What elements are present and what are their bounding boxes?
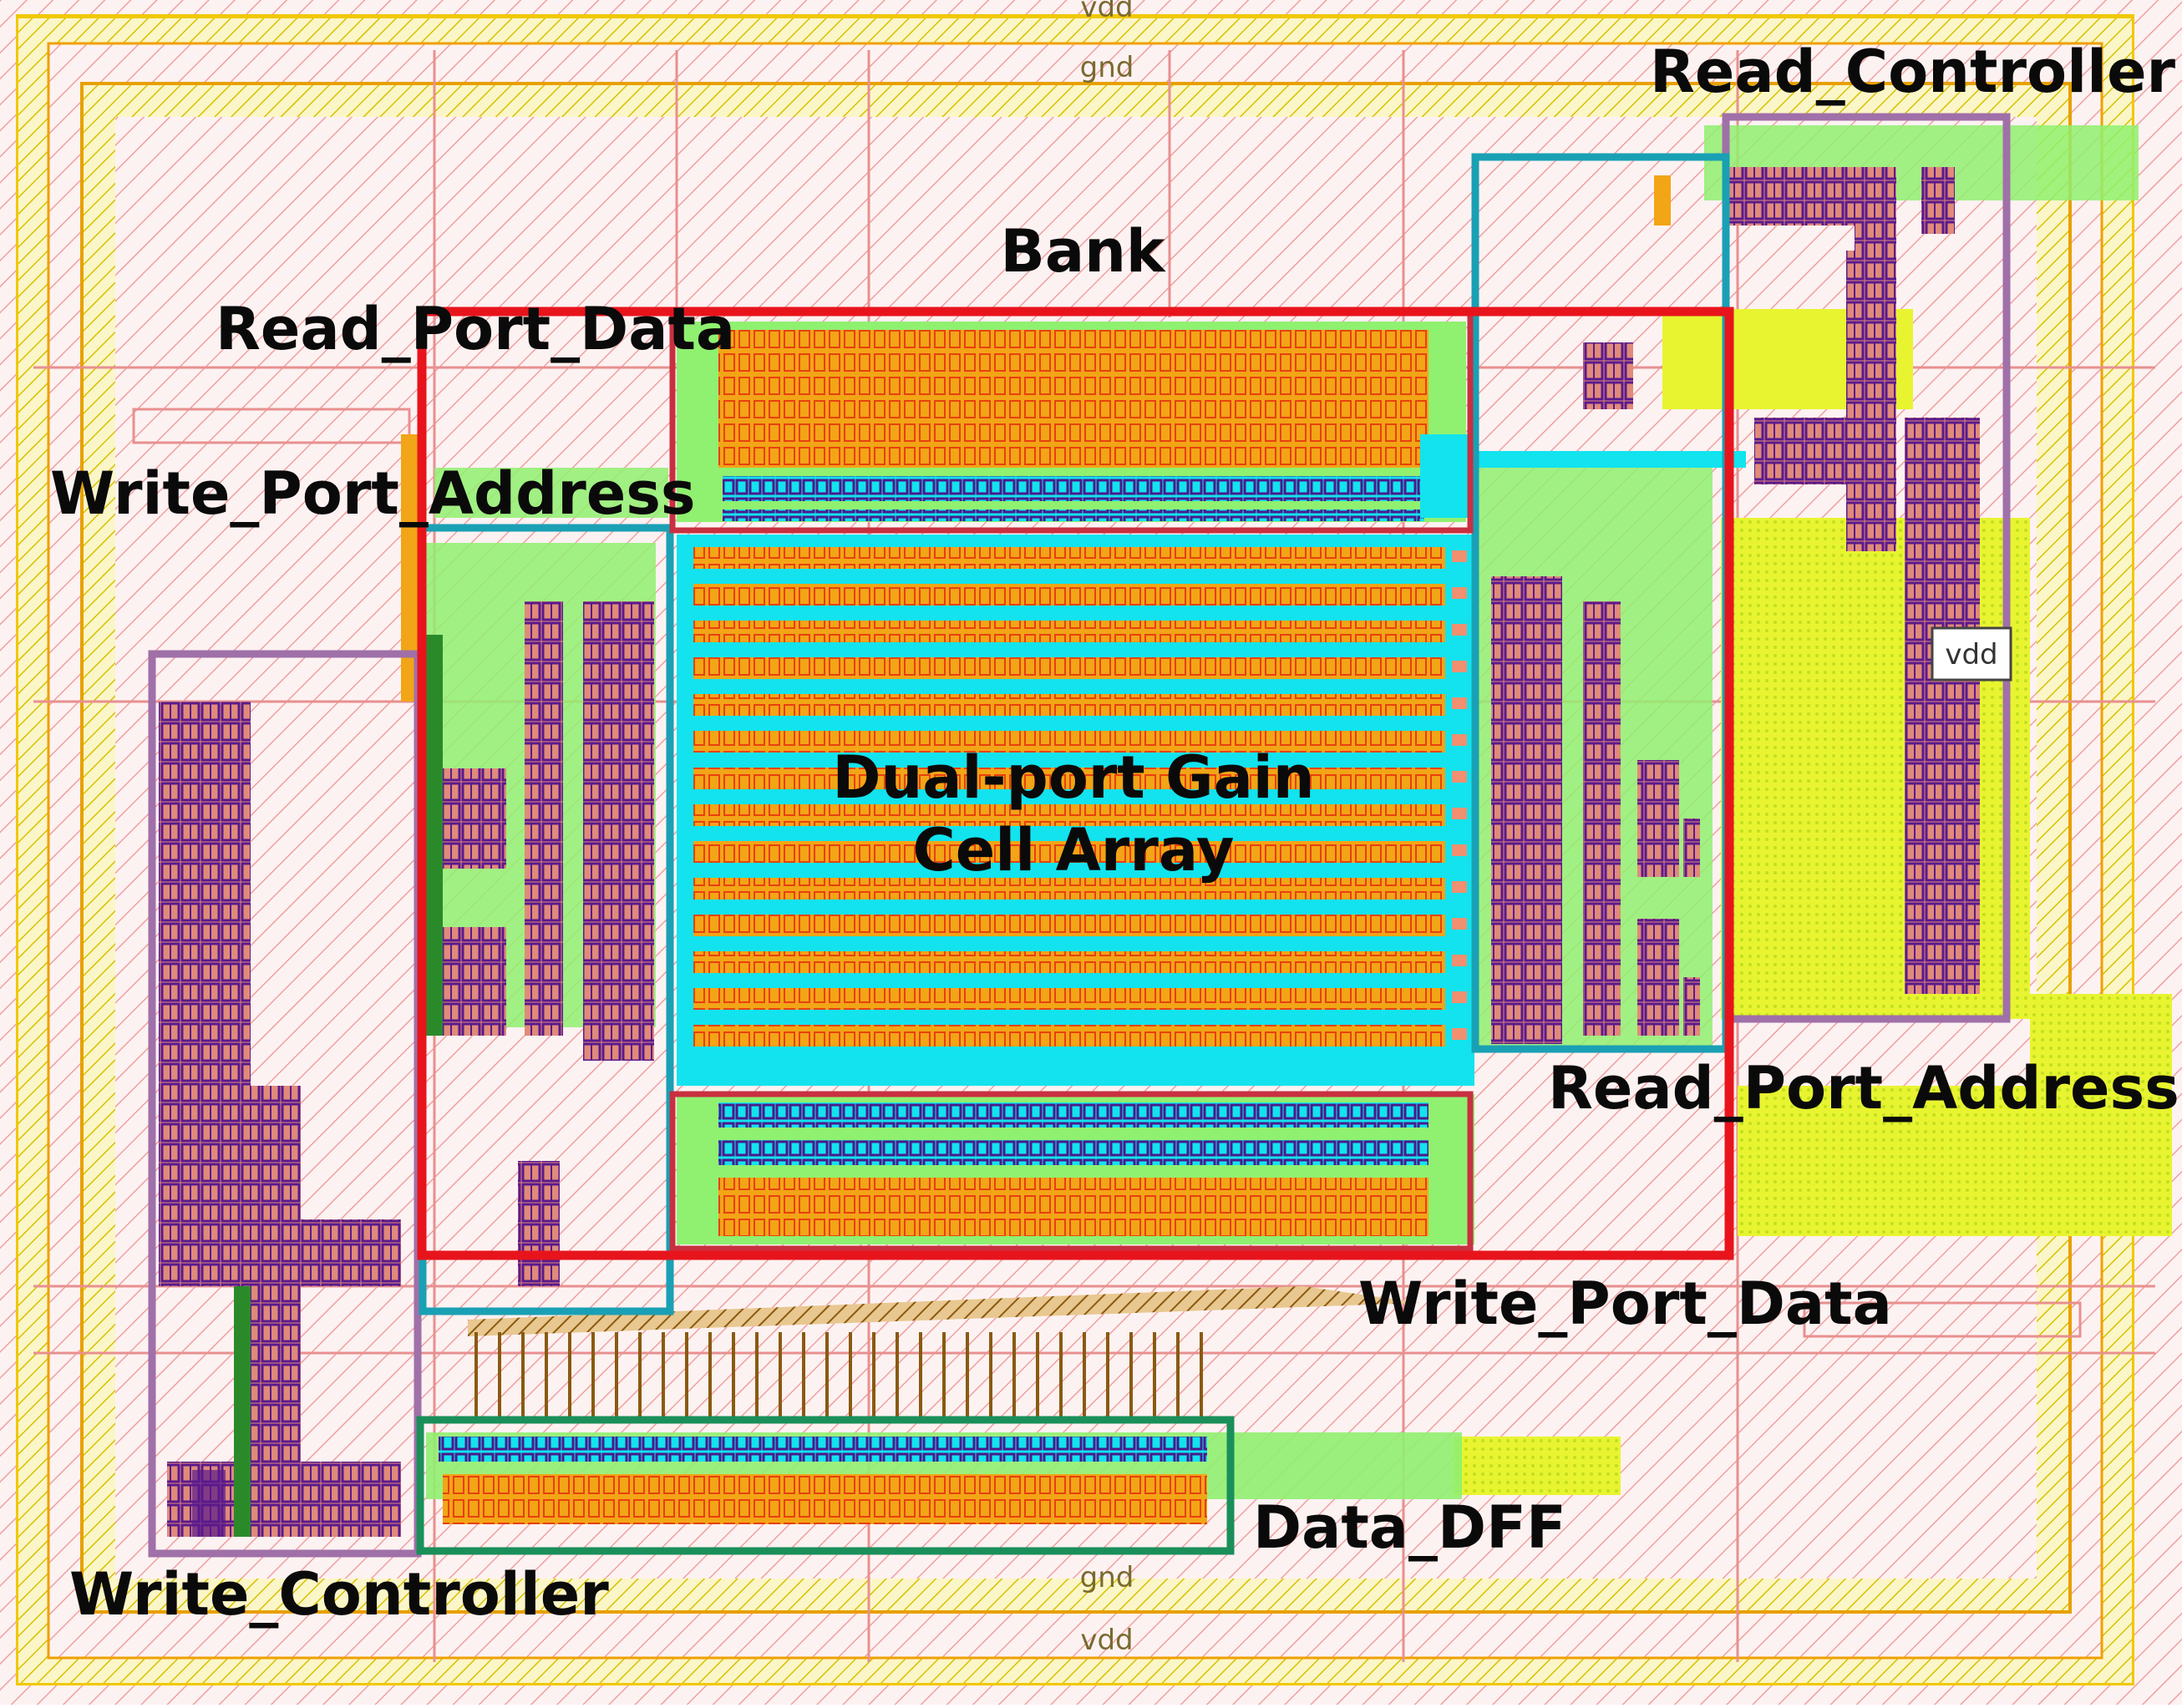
write-port-address-label: Write_Port_Address [50, 459, 696, 528]
data-dff-label: Data_DFF [1253, 1493, 1566, 1562]
vdd-pin-box [1931, 626, 2012, 682]
data-dff-outline [416, 1416, 1235, 1555]
read-controller-label: Read_Controller [1650, 38, 2176, 106]
read-port-data-label: Read_Port_Data [216, 295, 735, 363]
bank-label: Bank [1001, 217, 1166, 286]
write-port-data-cells [468, 1094, 1474, 1336]
gain-cell-array [677, 535, 1474, 1086]
gnd-top-label: gnd [1080, 51, 1134, 84]
read-port-address-label: Read_Port_Address [1548, 1054, 2179, 1123]
vdd-pin-label: vdd [1945, 638, 1997, 672]
vdd-bottom-label: vdd [1080, 1624, 1133, 1657]
read-controller-cells [1454, 125, 2172, 1495]
bank-outline [417, 307, 1734, 1260]
vdd-top-label: vdd [1080, 0, 1133, 24]
write-port-data-wires [474, 1332, 1203, 1420]
write-port-address-cells [401, 434, 668, 1286]
data-dff-cells [426, 1432, 1462, 1524]
write-controller-label: Write_Controller [69, 1560, 609, 1629]
array-label-line1: Dual-port Gain [832, 743, 1314, 812]
gnd-bottom-label: gnd [1080, 1561, 1134, 1594]
array-label-line2: Cell Array [912, 816, 1234, 884]
write-port-data-label: Write_Port_Data [1358, 1270, 1892, 1338]
read-port-address-cells [1479, 342, 1746, 1052]
write-port-data-outline [669, 1091, 1474, 1252]
read-port-data-cells [677, 322, 1470, 522]
write-controller-cells [159, 702, 401, 1537]
